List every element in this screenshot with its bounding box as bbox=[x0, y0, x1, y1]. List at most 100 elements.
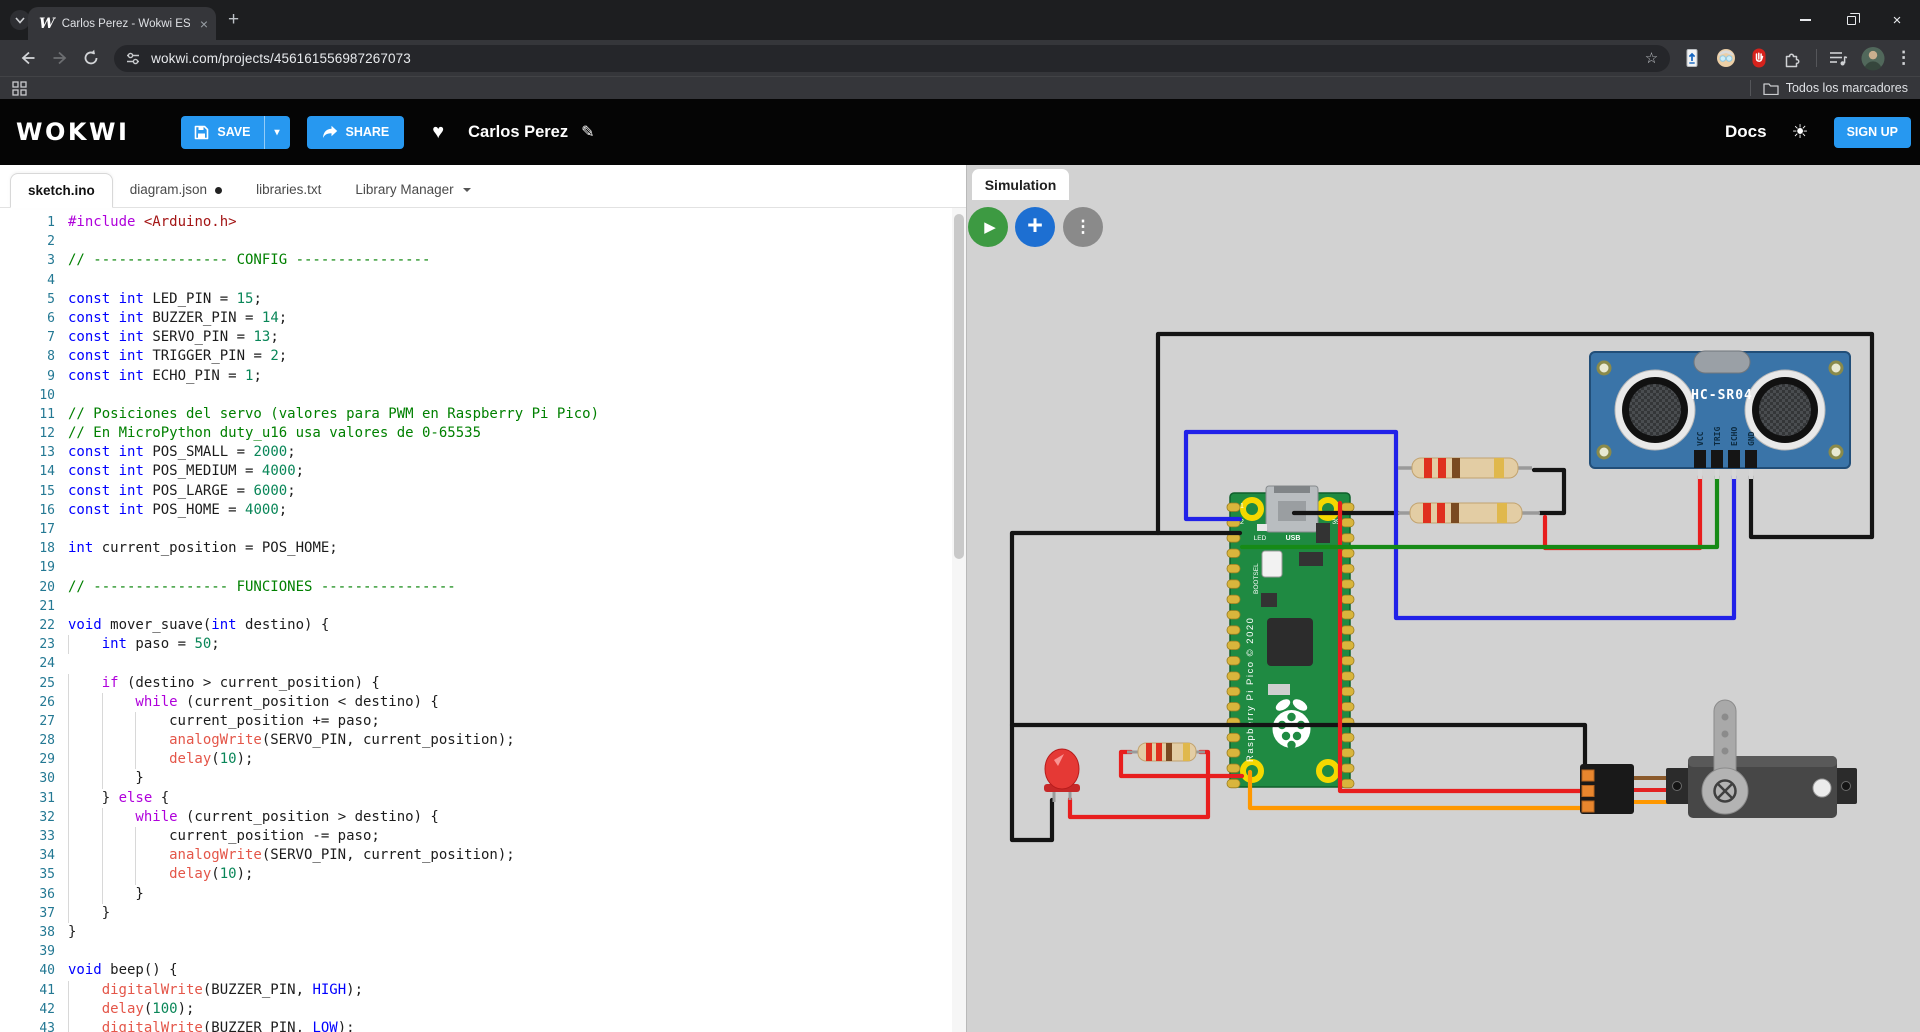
browser-tab[interactable]: W Carlos Perez - Wokwi ESP32, ST × bbox=[28, 7, 216, 40]
pin-gnd bbox=[1745, 450, 1757, 468]
bookmarks-bar: Todos los marcadores bbox=[0, 76, 1920, 99]
theme-toggle-sun-icon[interactable]: ☀ bbox=[1792, 121, 1809, 144]
tab-diagram-json[interactable]: diagram.json bbox=[113, 172, 239, 207]
code-line: 39 bbox=[0, 942, 952, 961]
browser-toolbar: wokwi.com/projects/456161556987267073 ☆ … bbox=[0, 40, 1920, 76]
hcsr04-label: HC-SR04 bbox=[1691, 388, 1753, 403]
play-icon: ▶ bbox=[984, 218, 996, 236]
red-led[interactable] bbox=[1044, 749, 1080, 802]
new-tab-button[interactable]: + bbox=[228, 10, 239, 29]
code-line: 8const int TRIGGER_PIN = 2; bbox=[0, 347, 952, 366]
window-minimize-button[interactable] bbox=[1782, 0, 1828, 40]
share-arrow-icon bbox=[322, 125, 338, 139]
bookmark-star-icon[interactable]: ☆ bbox=[1645, 49, 1658, 67]
wire-gnd-led[interactable] bbox=[1012, 533, 1240, 840]
transducer-right bbox=[1745, 370, 1825, 450]
simulation-tab[interactable]: Simulation bbox=[972, 169, 1069, 200]
save-button[interactable]: SAVE bbox=[181, 116, 263, 149]
code-line: 13const int POS_SMALL = 2000; bbox=[0, 443, 952, 462]
share-button[interactable]: SHARE bbox=[307, 116, 405, 149]
window-restore-button[interactable] bbox=[1828, 0, 1874, 40]
docs-link[interactable]: Docs bbox=[1725, 122, 1767, 142]
pin-label-gnd: GND bbox=[1747, 431, 1756, 446]
resistor-2[interactable] bbox=[1398, 503, 1540, 523]
scrollbar-thumb[interactable] bbox=[954, 214, 964, 559]
servo-rear-shaft bbox=[1813, 779, 1831, 797]
wokwi-header: WOKWI SAVE ▾ SHARE ♥ Carlos Perez ✎ Docs… bbox=[0, 99, 1920, 165]
resistor-3[interactable] bbox=[1127, 743, 1205, 761]
back-button[interactable] bbox=[17, 46, 39, 70]
code-line: 9const int ECHO_PIN = 1; bbox=[0, 367, 952, 386]
extension-blocker-icon[interactable] bbox=[1748, 46, 1770, 70]
extension-uploader-icon[interactable] bbox=[1681, 46, 1703, 70]
code-line: 4 bbox=[0, 271, 952, 290]
bootsel-button[interactable] bbox=[1262, 551, 1282, 577]
mount-hole bbox=[1598, 362, 1610, 374]
tab-close-icon[interactable]: × bbox=[200, 17, 208, 31]
extensions-puzzle-icon[interactable] bbox=[1781, 46, 1803, 70]
profile-avatar[interactable] bbox=[1861, 46, 1885, 70]
tab-label: Library Manager bbox=[355, 182, 453, 197]
mount-hole bbox=[1830, 362, 1842, 374]
code-line: 6const int BUZZER_PIN = 14; bbox=[0, 309, 952, 328]
site-controls-icon[interactable] bbox=[126, 52, 141, 65]
wire-5v-hcsr04[interactable] bbox=[1545, 476, 1700, 548]
wire-resistor-link[interactable] bbox=[1534, 470, 1564, 513]
chevron-down-icon bbox=[454, 182, 471, 197]
chip-small bbox=[1316, 523, 1330, 543]
wokwi-logo[interactable]: WOKWI bbox=[16, 118, 129, 146]
editor-tab-bar: sketch.ino diagram.json libraries.txt Li… bbox=[0, 165, 966, 208]
apps-grid-icon[interactable] bbox=[12, 81, 27, 96]
modified-dot-icon bbox=[207, 182, 222, 197]
pin-number-1: 1 bbox=[1240, 503, 1244, 510]
code-line: 11// Posiciones del servo (valores para … bbox=[0, 405, 952, 424]
reload-button[interactable] bbox=[80, 46, 102, 70]
simulation-menu-button[interactable]: ⋮ bbox=[1063, 207, 1103, 247]
sign-up-button[interactable]: SIGN UP bbox=[1834, 117, 1911, 148]
editor-scrollbar[interactable] bbox=[952, 208, 966, 1032]
save-dropdown-button[interactable]: ▾ bbox=[264, 116, 290, 149]
pin-label-echo: ECHO bbox=[1730, 427, 1739, 446]
url-bar[interactable]: wokwi.com/projects/456161556987267073 ☆ bbox=[114, 45, 1670, 72]
media-queue-icon[interactable] bbox=[1828, 46, 1850, 70]
code-line: 18int current_position = POS_HOME; bbox=[0, 539, 952, 558]
circuit-canvas: 1 2 39 LED USB BOOTSEL Raspberry Pi Pico… bbox=[967, 165, 1920, 1032]
code-line: 28analogWrite(SERVO_PIN, current_positio… bbox=[0, 731, 952, 750]
simulation-tab-label: Simulation bbox=[985, 177, 1057, 193]
favorite-heart-icon[interactable]: ♥ bbox=[432, 121, 444, 144]
code-line: 30} bbox=[0, 769, 952, 788]
browser-menu-icon[interactable]: ⋮ bbox=[1895, 48, 1912, 68]
window-close-button[interactable]: × bbox=[1874, 0, 1920, 40]
usb-lip bbox=[1274, 486, 1310, 493]
extension-avatar-icon[interactable] bbox=[1715, 46, 1737, 70]
wire-resistor-led[interactable] bbox=[1070, 752, 1208, 817]
code-line: 19 bbox=[0, 558, 952, 577]
tab-libraries-txt[interactable]: libraries.txt bbox=[239, 172, 338, 207]
crystal-oscillator bbox=[1694, 351, 1750, 373]
code-line: 32while (current_position > destino) { bbox=[0, 808, 952, 827]
raspberry-pi-pico[interactable]: 1 2 39 LED USB BOOTSEL Raspberry Pi Pico… bbox=[1227, 486, 1354, 788]
sign-up-label: SIGN UP bbox=[1847, 125, 1898, 139]
url-text[interactable]: wokwi.com/projects/456161556987267073 bbox=[151, 51, 411, 66]
add-part-button[interactable]: + bbox=[1015, 207, 1055, 247]
mount-hole bbox=[1319, 762, 1337, 780]
servo-motor[interactable] bbox=[1666, 700, 1857, 818]
edit-name-pencil-icon[interactable]: ✎ bbox=[581, 122, 594, 142]
onboard-led bbox=[1257, 524, 1267, 531]
hcsr04-ultrasonic-sensor[interactable]: HC-SR04 VCC TRIG ECHO GND bbox=[1590, 351, 1850, 479]
code-line: 5const int LED_PIN = 15; bbox=[0, 290, 952, 309]
tab-label: diagram.json bbox=[130, 182, 207, 197]
tab-sketch-ino[interactable]: sketch.ino bbox=[10, 173, 113, 208]
tab-library-manager[interactable]: Library Manager bbox=[338, 172, 487, 207]
play-button[interactable]: ▶ bbox=[968, 207, 1008, 247]
all-bookmarks-button[interactable]: Todos los marcadores bbox=[1750, 80, 1908, 96]
project-name: Carlos Perez bbox=[468, 123, 568, 142]
pin-label-trig: TRIG bbox=[1713, 427, 1722, 446]
code-area[interactable]: 1#include <Arduino.h>23// --------------… bbox=[0, 208, 952, 1032]
forward-button[interactable] bbox=[48, 46, 70, 70]
tab-search-chevron-icon[interactable] bbox=[10, 10, 30, 30]
save-button-group: SAVE ▾ bbox=[181, 116, 289, 149]
resistor-1[interactable] bbox=[1398, 458, 1532, 478]
code-line: 24 bbox=[0, 654, 952, 673]
mount-hole bbox=[1319, 500, 1337, 518]
